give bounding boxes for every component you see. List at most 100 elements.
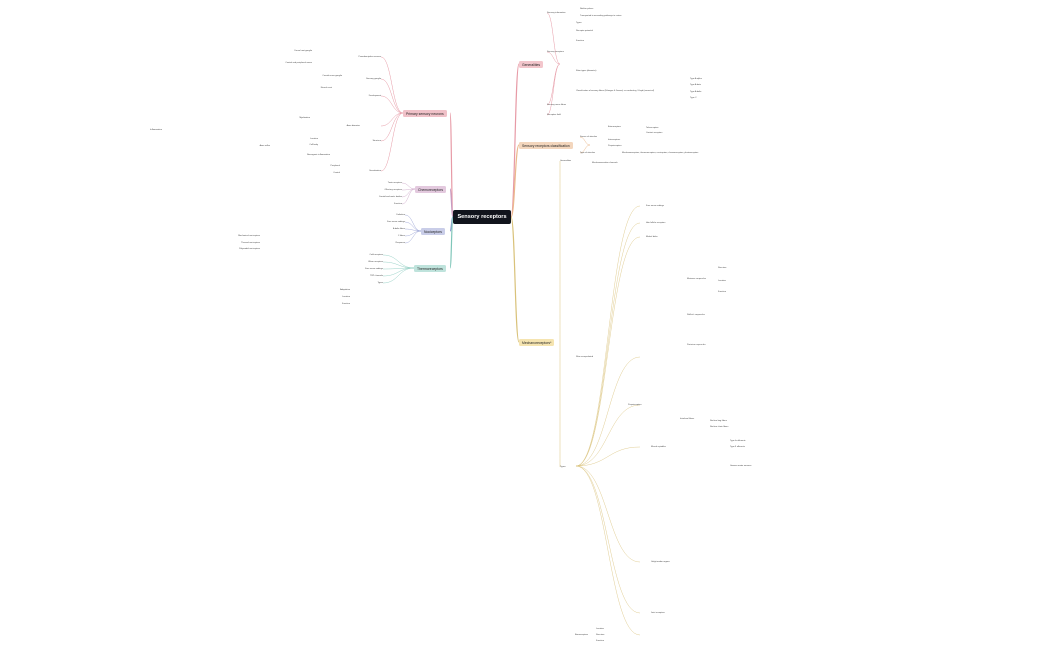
node-psn-sensitization[interactable]: Sensitization <box>369 170 381 172</box>
node-mec-generalities[interactable]: Generalities <box>560 160 572 162</box>
node-psn-myelination[interactable]: Myelination <box>299 117 310 119</box>
node-noc-c-fibers[interactable]: C fibers <box>397 235 405 237</box>
node-mec-intrafusal[interactable]: Intrafusal fibers <box>680 418 695 420</box>
node-gen-type-a-alpha[interactable]: Type A alpha <box>690 78 702 80</box>
node-mec-nuclear-bag[interactable]: Nuclear bag fibers <box>710 420 727 422</box>
node-gen-fiber-types[interactable]: Fiber types (diameter) <box>576 70 597 72</box>
node-gen-sensory-receptors[interactable]: Sensory receptors <box>547 51 564 53</box>
node-gen-function[interactable]: Function <box>576 40 584 42</box>
branch-primary-sensory-neurons[interactable]: Primary sensory neurons <box>403 110 447 117</box>
node-gen-sensory-information[interactable]: Sensory information <box>547 12 566 14</box>
node-noc-thermal[interactable]: Thermal nociceptors <box>241 242 260 244</box>
node-thr-types[interactable]: Types <box>377 282 383 284</box>
node-mec-ruffini[interactable]: Ruffini's corpuscles <box>687 314 705 316</box>
node-thr-free-nerve[interactable]: Free nerve endings <box>365 268 383 270</box>
node-mec-merkel[interactable]: Merkel disks <box>646 236 658 238</box>
node-mec-baroreceptors[interactable]: Baroreceptors <box>575 634 589 636</box>
node-psn-pseudounipolar[interactable]: Pseudounipolar neurons <box>358 56 381 58</box>
node-thr-warm[interactable]: Warm receptors <box>368 261 383 263</box>
node-cls-contact[interactable]: Contact receptors <box>646 132 663 134</box>
node-noc-a-delta[interactable]: A delta fibers <box>392 228 405 230</box>
branch-classification[interactable]: Sensory receptors classification <box>519 142 573 149</box>
node-cls-modalities[interactable]: Mechanoreceptors, thermoreceptors, nocic… <box>622 152 699 154</box>
node-mec-function[interactable]: Function <box>718 291 726 293</box>
node-mec-type-ii[interactable]: Type II afferents <box>730 446 745 448</box>
branch-generalities[interactable]: Generalities <box>519 61 544 68</box>
node-thr-adaptation[interactable]: Adaptation <box>340 289 350 291</box>
node-noc-definition[interactable]: Definition <box>396 214 405 216</box>
central-topic[interactable]: Sensory receptors <box>453 210 511 224</box>
node-gen-types[interactable]: Types <box>576 22 582 24</box>
node-mec-proprioceptors[interactable]: Proprioceptors <box>628 404 642 406</box>
node-mec-bar-structure[interactable]: Structure <box>596 634 605 636</box>
node-noc-mechanical[interactable]: Mechanical nociceptors <box>238 235 260 237</box>
node-psn-peripheral[interactable]: Peripheral <box>330 165 340 167</box>
connector-line <box>382 267 415 277</box>
node-psn-structure[interactable]: Structure <box>372 140 381 142</box>
node-mec-channels[interactable]: Mechanosensitive channels <box>592 162 618 164</box>
node-gen-receptive-field[interactable]: Receptive field <box>547 114 561 116</box>
node-psn-central-peripheral[interactable]: Central and peripheral axons <box>285 62 312 64</box>
node-mec-location[interactable]: Location <box>718 280 726 282</box>
node-mec-structure[interactable]: Structure <box>718 267 727 269</box>
node-mec-nuclear-chain[interactable]: Nuclear chain fibers <box>710 426 729 428</box>
node-mec-bar-function[interactable]: Function <box>596 640 604 642</box>
node-cls-interoceptors[interactable]: Interoceptors <box>608 139 621 141</box>
branch-thermoreceptors[interactable]: Thermoreceptors <box>414 265 446 272</box>
node-psn-development[interactable]: Development <box>368 95 381 97</box>
node-gen-type-c[interactable]: Type C <box>690 97 697 99</box>
node-cls-telereceptors[interactable]: Telereceptors <box>646 127 659 129</box>
node-mec-hair-follicle[interactable]: Hair follicle receptors <box>646 222 666 224</box>
node-thr-cold[interactable]: Cold receptors <box>369 254 383 256</box>
node-che-carotid[interactable]: Carotid and aortic bodies <box>378 196 402 198</box>
node-mec-joint-receptors[interactable]: Joint receptors <box>651 612 665 614</box>
node-psn-sensory-ganglia[interactable]: Sensory ganglia <box>366 78 381 80</box>
node-thr-trp[interactable]: TRP channels <box>369 275 383 277</box>
node-psn-axon-diameter[interactable]: Axon diameter <box>346 125 360 127</box>
node-mec-bar-location[interactable]: Location <box>596 628 604 630</box>
node-thr-location[interactable]: Location <box>342 296 350 298</box>
node-gen-sensory-nerve-fibres[interactable]: Sensory nerve fibres <box>547 104 567 106</box>
node-psn-cranial[interactable]: Cranial nerve ganglia <box>322 75 342 77</box>
connector-line <box>382 261 415 269</box>
node-cls-source[interactable]: Source of stimulus <box>580 136 598 138</box>
node-psn-cell-body[interactable]: Cell body <box>309 144 318 146</box>
node-gen-type-a-beta[interactable]: Type A beta <box>690 84 701 86</box>
node-noc-response[interactable]: Response <box>395 242 405 244</box>
node-psn-axon-reflex[interactable]: Axon reflex <box>259 145 270 147</box>
node-mec-skin-encapsulated[interactable]: Skin encapsulated <box>576 356 593 358</box>
connector-line <box>575 465 641 636</box>
node-mec-gamma[interactable]: Gamma motor neurons <box>730 465 752 467</box>
node-gen-type-a-delta[interactable]: Type A delta <box>690 91 702 93</box>
node-mec-free-nerve-endings[interactable]: Free nerve endings <box>646 205 664 207</box>
node-noc-free-nerve[interactable]: Free nerve endings <box>387 221 405 223</box>
node-psn-central[interactable]: Central <box>333 172 340 174</box>
node-mec-pacinian[interactable]: Pacinian corpuscles <box>687 344 706 346</box>
branch-chemoreceptors[interactable]: Chemoreceptors <box>415 186 447 193</box>
branch-mechanoreceptors[interactable]: Mechanoreceptors* <box>519 339 555 346</box>
node-mec-types[interactable]: Types <box>560 466 566 468</box>
node-cls-type-of-stimulus[interactable]: Type of stimulus <box>580 152 596 154</box>
node-gen-neither-pulses[interactable]: Neither pulses <box>580 8 594 10</box>
node-che-function[interactable]: Function <box>394 203 402 205</box>
node-psn-neural-crest[interactable]: Neural crest <box>320 87 332 89</box>
node-thr-function[interactable]: Function <box>342 303 350 305</box>
node-gen-transported[interactable]: Transported to ascending pathways to cor… <box>580 15 622 17</box>
node-mec-type-ia[interactable]: Type Ia afferents <box>730 440 746 442</box>
node-che-olfactory[interactable]: Olfactory receptors <box>384 189 402 191</box>
branch-nociceptors[interactable]: Nociceptors <box>421 228 445 235</box>
node-gen-receptor-potential[interactable]: Receptor potential <box>576 30 593 32</box>
node-mec-golgi-tendon[interactable]: Golgi tendon organs <box>651 561 670 563</box>
node-psn-inflammation[interactable]: Inflammation <box>150 129 162 131</box>
node-mec-meissner[interactable]: Meissner corpuscles <box>687 278 706 280</box>
node-noc-polymodal[interactable]: Polymodal nociceptors <box>239 248 260 250</box>
node-cls-exteroceptors[interactable]: Exteroceptors <box>608 126 621 128</box>
node-che-taste[interactable]: Taste receptors <box>387 182 402 184</box>
node-psn-neurogenic[interactable]: Neurogenic inflammation <box>307 154 330 156</box>
node-gen-classification-fibers[interactable]: Classification of sensory fibers (Erlang… <box>576 90 655 92</box>
node-psn-dorsal-root[interactable]: Dorsal root ganglia <box>294 50 312 52</box>
node-psn-location[interactable]: Location <box>310 138 318 140</box>
node-mec-muscle-spindles[interactable]: Muscle spindles <box>651 446 666 448</box>
node-cls-proprioceptors[interactable]: Proprioceptors <box>608 145 622 147</box>
